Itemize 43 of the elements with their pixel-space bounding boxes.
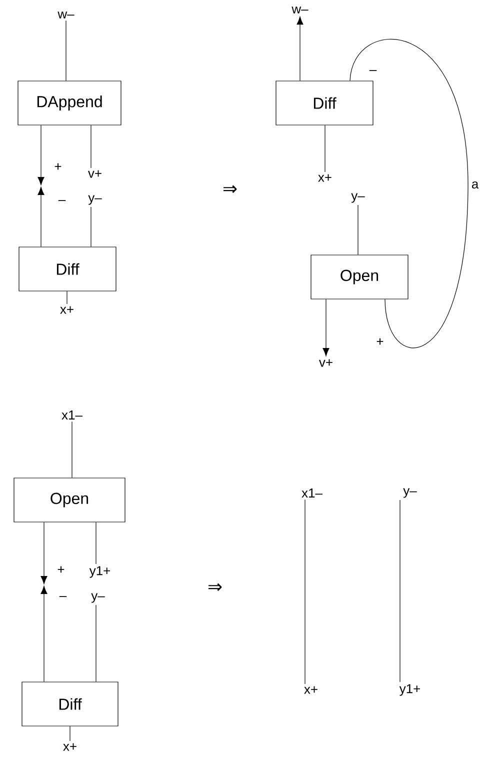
arrow <box>38 125 44 186</box>
polarity-sign: – <box>59 596 67 597</box>
polarity-sign: + <box>54 163 62 170</box>
arrow <box>38 186 44 247</box>
wire <box>324 125 326 172</box>
port-label: x1– <box>302 488 322 498</box>
port-label: v+ <box>319 359 332 367</box>
port-label: w– <box>292 6 308 14</box>
arrow <box>40 586 48 682</box>
function-box: DAppend <box>18 80 122 126</box>
implies-arrow: ⇒ <box>224 185 237 193</box>
edge-label: a <box>472 181 479 189</box>
function-box: Diff <box>276 80 374 126</box>
port-label: y– <box>403 488 417 498</box>
polarity-sign: + <box>58 566 64 573</box>
port-label: y1+ <box>89 566 110 578</box>
function-box: Open <box>14 478 126 522</box>
function-box: Diff <box>22 682 118 726</box>
implies-arrow: ⇒ <box>208 583 222 591</box>
wire <box>90 206 92 247</box>
function-box: Open <box>310 254 408 300</box>
port-label: y– <box>91 593 105 603</box>
port-label: y– <box>88 195 102 205</box>
port-label: x+ <box>318 174 332 182</box>
arrow <box>322 299 330 356</box>
wire <box>66 291 68 304</box>
port-label: x+ <box>63 743 76 751</box>
arrow <box>40 522 48 584</box>
wire <box>304 499 306 684</box>
arrow <box>296 16 304 81</box>
polarity-sign: – <box>58 200 66 201</box>
wire <box>90 125 92 168</box>
port-label: w– <box>58 12 74 18</box>
polarity-sign: + <box>376 338 384 345</box>
port-label: y1+ <box>399 684 420 696</box>
port-label: x+ <box>60 306 74 314</box>
function-box: Diff <box>18 246 116 292</box>
port-label: v+ <box>88 170 102 178</box>
port-label: y– <box>351 193 365 203</box>
port-label: x1– <box>62 410 82 420</box>
wire <box>350 39 468 348</box>
polarity-sign: – <box>369 70 377 71</box>
port-label: x+ <box>304 686 318 694</box>
